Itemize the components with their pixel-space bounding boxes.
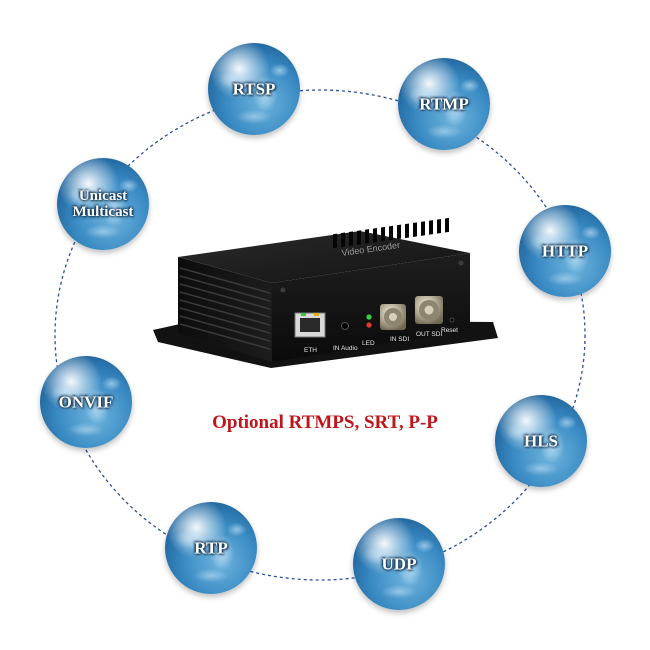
led-label: LED: [362, 340, 375, 347]
cooling-fins: [179, 267, 271, 350]
globe-label-unicast-multicast: Unicast Multicast: [57, 188, 149, 220]
out-sdi-label: OUT SDI: [416, 331, 442, 338]
globe-label-http: HTTP: [541, 241, 589, 261]
globe-rtp: RTP: [165, 502, 257, 594]
eth-label: ETH: [304, 347, 317, 354]
screw: [280, 287, 286, 293]
globe-hls: HLS: [495, 395, 587, 487]
multicast-label: Multicast: [72, 204, 134, 220]
bnc-out-connector: [415, 296, 443, 324]
globe-map: [353, 518, 445, 610]
led-green: [366, 314, 372, 320]
globe-onvif: ONVIF: [40, 356, 132, 448]
globe-map: [40, 356, 132, 448]
device-top-face: [178, 231, 470, 283]
reset-label: Reset: [441, 327, 458, 334]
globe-map: [398, 58, 490, 150]
globe-map: [57, 158, 149, 250]
led-red: [366, 322, 372, 328]
globe-label-rtp: RTP: [194, 538, 228, 558]
reset-button: [449, 317, 455, 323]
optional-protocols-headline: Optional RTMPS, SRT, P-P: [212, 412, 438, 433]
screw: [458, 260, 464, 266]
globe-http: HTTP: [519, 205, 611, 297]
globe-udp: UDP: [353, 518, 445, 610]
protocol-ring: [54, 89, 586, 581]
in-audio-label: IN Audio: [333, 345, 358, 352]
globe-unicast-multicast: Unicast Multicast: [57, 158, 149, 250]
globe-label-onvif: ONVIF: [58, 392, 114, 412]
globe-label-hls: HLS: [523, 431, 559, 451]
globe-map: [495, 395, 587, 487]
globe-map: [165, 502, 257, 594]
globe-rtsp: RTSP: [208, 43, 300, 135]
globe-rtmp: RTMP: [398, 58, 490, 150]
globe-label-rtsp: RTSP: [232, 79, 276, 99]
globe-map: [208, 43, 300, 135]
eth-port: [294, 312, 326, 338]
globe-label-udp: UDP: [381, 554, 417, 574]
bnc-in-connector: [380, 304, 406, 330]
audio-jack: [341, 322, 349, 330]
in-sdi-label: IN SDI: [390, 336, 409, 343]
unicast-label: Unicast: [78, 188, 128, 204]
globe-label-rtmp: RTMP: [419, 94, 469, 114]
vent-slots: [333, 217, 449, 249]
video-encoder-device: Video Encoder: [153, 217, 498, 368]
globe-map: [519, 205, 611, 297]
